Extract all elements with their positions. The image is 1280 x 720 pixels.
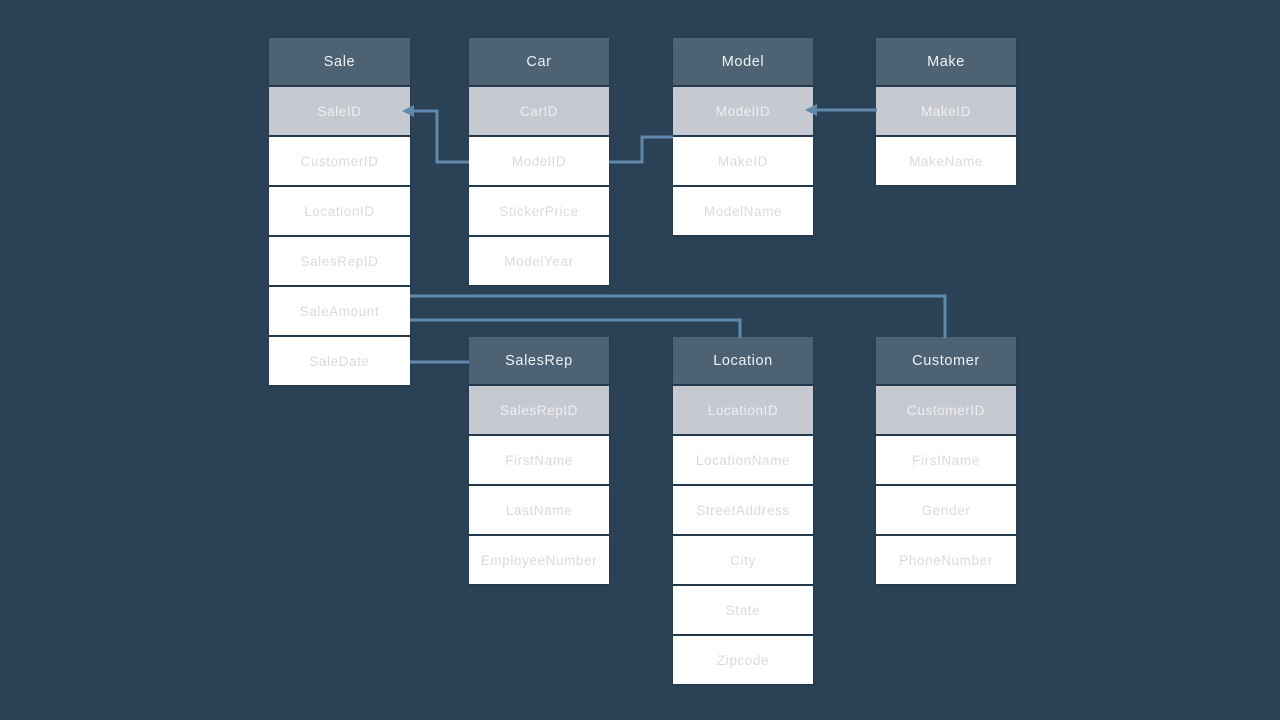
table-header-sale: Sale [269, 38, 410, 85]
field-row-lastname: LastName [469, 486, 609, 534]
field-row-makeid: MakeID [673, 137, 813, 185]
field-row-locationid: LocationID [269, 187, 410, 235]
field-row-streetaddress: StreetAddress [673, 486, 813, 534]
field-row-stickerprice: StickerPrice [469, 187, 609, 235]
field-row-salesrepid: SalesRepID [269, 237, 410, 285]
field-row-locationid: LocationID [673, 386, 813, 434]
table-header-salesrep: SalesRep [469, 337, 609, 384]
field-row-phonenumber: PhoneNumber [876, 536, 1016, 584]
table-header-model: Model [673, 38, 813, 85]
table-header-make: Make [876, 38, 1016, 85]
field-row-firstname: FirstName [876, 436, 1016, 484]
table-header-customer: Customer [876, 337, 1016, 384]
field-row-modelname: ModelName [673, 187, 813, 235]
field-row-salesrepid: SalesRepID [469, 386, 609, 434]
table-header-car: Car [469, 38, 609, 85]
field-row-city: City [673, 536, 813, 584]
field-row-saleid: SaleID [269, 87, 410, 135]
arrowhead-model-modelid [805, 104, 817, 116]
connector-sale-location [410, 318, 742, 338]
field-row-makename: MakeName [876, 137, 1016, 185]
field-row-modelid: ModelID [469, 137, 609, 185]
field-row-modelyear: ModelYear [469, 237, 609, 285]
connector-sale-car [402, 105, 469, 164]
field-row-modelid: ModelID [673, 87, 813, 135]
field-row-state: State [673, 586, 813, 634]
field-row-gender: Gender [876, 486, 1016, 534]
connector-model-make [805, 104, 877, 116]
table-header-location: Location [673, 337, 813, 384]
field-row-zipcode: Zipcode [673, 636, 813, 684]
field-row-customerid: CustomerID [876, 386, 1016, 434]
field-row-makeid: MakeID [876, 87, 1016, 135]
field-row-employeenumber: EmployeeNumber [469, 536, 609, 584]
field-row-saledate: SaleDate [269, 337, 410, 385]
field-row-locationname: LocationName [673, 436, 813, 484]
arrowhead-sale-saleid [402, 105, 414, 117]
field-row-carid: CarID [469, 87, 609, 135]
field-row-firstname: FirstName [469, 436, 609, 484]
field-row-saleamount: SaleAmount [269, 287, 410, 335]
field-row-customerid: CustomerID [269, 137, 410, 185]
connector-sale-customer [410, 294, 947, 338]
connector-car-model [609, 135, 673, 164]
